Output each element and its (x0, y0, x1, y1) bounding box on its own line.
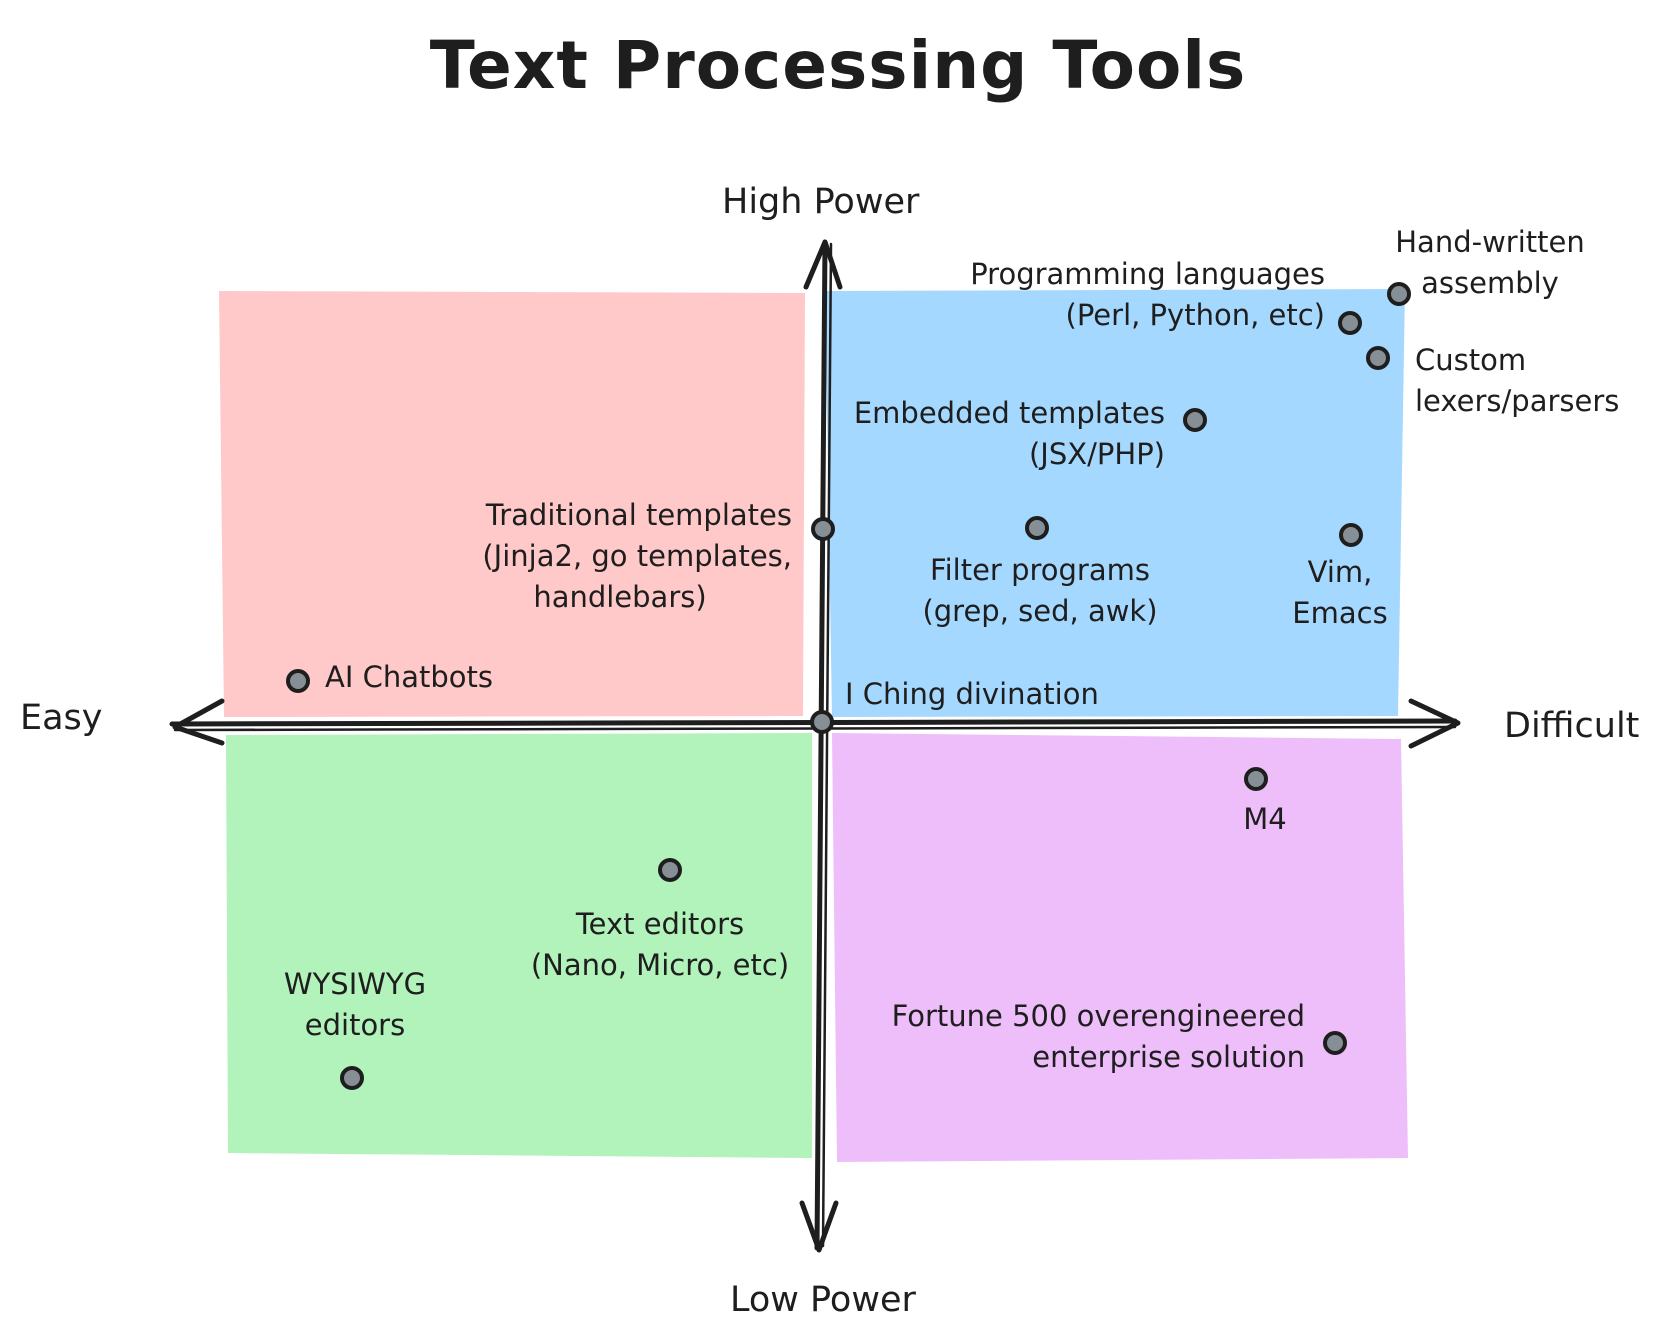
point-text-editors (658, 858, 682, 882)
point-wysiwyg (340, 1066, 364, 1090)
label-filter-programs: Filter programs (grep, sed, awk) (922, 553, 1158, 628)
point-custom-lexers (1366, 346, 1390, 370)
label-ai-chatbots: AI Chatbots (325, 660, 494, 694)
point-programming-languages (1338, 311, 1362, 335)
top-arrowhead (803, 239, 843, 290)
label-traditional-templates: Traditional templates (Jinja2, go templa… (482, 498, 792, 614)
label-wysiwyg: WYSIWYG editors (283, 967, 427, 1042)
point-fortune-500 (1323, 1031, 1347, 1055)
label-fortune-500: Fortune 500 overengineered enterprise so… (891, 999, 1305, 1074)
point-ai-chatbots (286, 669, 310, 693)
point-m4 (1244, 767, 1268, 791)
quadrant-easy-high-power (219, 291, 805, 717)
label-text-editors: Text editors (Nano, Micro, etc) (530, 907, 790, 982)
point-hand-written-assembly (1387, 282, 1411, 306)
quadrant-difficult-low-power (832, 733, 1408, 1162)
quadrant-difficult-high-power (825, 289, 1405, 717)
axis-label-easy: Easy (20, 698, 103, 738)
label-hand-written-assembly: Hand-written assembly (1395, 225, 1585, 300)
point-traditional-templates (811, 517, 835, 541)
label-m4: M4 (1243, 802, 1287, 836)
quadrant-easy-low-power (226, 733, 812, 1158)
point-vim-emacs (1339, 523, 1363, 547)
axis-label-low-power: Low Power (730, 1280, 916, 1320)
point-i-ching (810, 710, 834, 734)
label-vim-emacs: Vim, Emacs (1292, 555, 1388, 630)
left-arrowhead (172, 698, 225, 746)
axis-label-difficult: Difficult (1504, 706, 1640, 746)
vertical-axis (799, 239, 843, 1253)
bottom-arrowhead (799, 1200, 839, 1253)
point-filter-programs (1025, 516, 1049, 540)
label-custom-lexers: Custom lexers/parsers (1415, 343, 1620, 418)
point-embedded-templates (1183, 408, 1207, 432)
label-programming-languages: Programming languages (Perl, Python, etc… (970, 257, 1325, 332)
label-i-ching: I Ching divination (845, 677, 1099, 711)
label-embedded-templates: Embedded templates (JSX/PHP) (853, 396, 1165, 471)
axis-label-high-power: High Power (722, 182, 920, 222)
right-arrowhead (1408, 698, 1461, 749)
diagram-title: Text Processing Tools (429, 27, 1247, 104)
